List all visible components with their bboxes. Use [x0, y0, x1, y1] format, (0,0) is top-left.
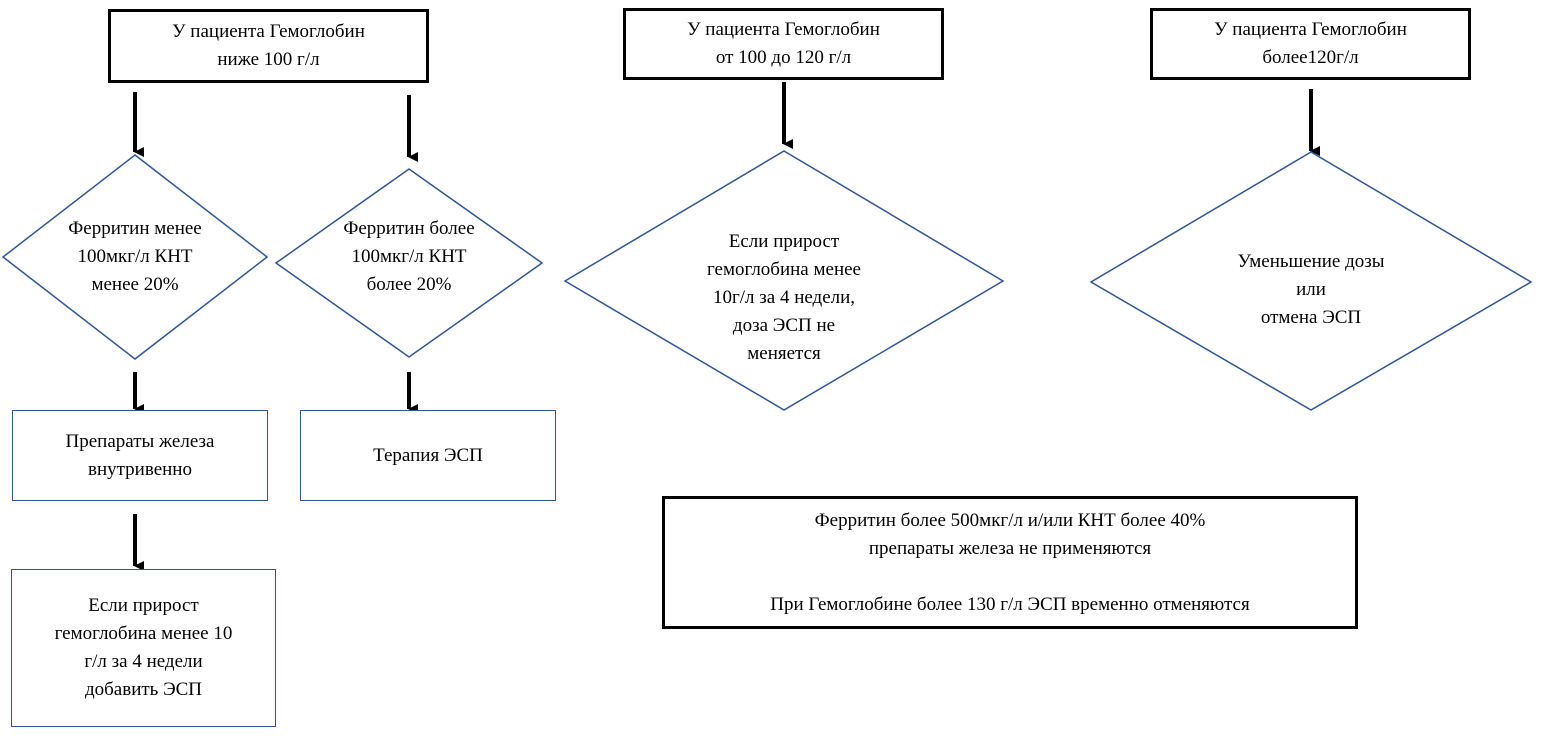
decision-diamond-ferritin-high: [274, 168, 544, 358]
decision-esa-unchanged-line-2: гемоглобина менее: [707, 258, 861, 280]
note-box-line-1: Ферритин более 500мкг/л и/или КНТ более …: [814, 509, 1206, 531]
decision-reduce-esa-line-2: или: [1296, 279, 1326, 300]
action-iv-iron-line-2: внутривенно: [88, 458, 192, 480]
decision-ferritin-low-line-1: Ферритин менее: [68, 218, 202, 239]
header-mid-hb-line-1: У пациента Гемоглобин: [687, 19, 880, 40]
note-box-line-4: При Гемоглобине более 130 г/л ЭСП времен…: [770, 593, 1250, 615]
action-esa-therapy: Терапия ЭСП: [300, 410, 556, 501]
decision-reduce-esa-line-1: Уменьшение дозы: [1237, 251, 1385, 272]
decision-esa-unchanged-line-1: Если прирост: [728, 230, 840, 252]
header-high-hb-line-2: более120г/л: [1262, 47, 1359, 68]
action-iv-iron: Препараты железа внутривенно: [12, 410, 268, 501]
decision-ferritin-low-line-2: 100мкг/л КНТ: [77, 246, 193, 267]
decision-diamond-ferritin-low: [1, 154, 269, 360]
action-add-esa-line-3: г/л за 4 недели: [84, 651, 203, 672]
note-box: Ферритин более 500мкг/л и/или КНТ более …: [662, 496, 1358, 629]
decision-ferritin-high-line-1: Ферритин более: [343, 218, 475, 239]
action-add-esa-line-4: добавить ЭСП: [84, 679, 203, 700]
decision-reduce-esa: Уменьшение дозы или отмена ЭСП: [1191, 245, 1431, 335]
decision-esa-unchanged-line-3: 10г/л за 4 недели,: [712, 286, 856, 308]
header-low-hb-line-1: У пациента Гемоглобин: [172, 21, 365, 42]
note-box-line-2: препараты железа не применяются: [868, 537, 1152, 559]
action-iv-iron-line-1: Препараты железа: [65, 430, 215, 452]
action-add-esa-line-2: гемоглобина менее 10: [54, 623, 233, 644]
action-add-esa: Если прирост гемоглобина менее 10 г/л за…: [11, 569, 276, 727]
decision-reduce-esa-line-3: отмена ЭСП: [1260, 307, 1362, 328]
decision-ferritin-high-line-3: более 20%: [366, 274, 452, 295]
header-low-hb-line-2: ниже 100 г/л: [217, 49, 320, 70]
decision-esa-unchanged-line-5: меняется: [747, 342, 821, 364]
decision-ferritin-high-line-2: 100мкг/л КНТ: [351, 246, 467, 267]
decision-ferritin-low-line-3: менее 20%: [91, 274, 179, 295]
header-high-hb: У пациента Гемоглобин более120г/л: [1150, 8, 1471, 80]
decision-ferritin-low: Ферритин менее 100мкг/л КНТ менее 20%: [35, 212, 235, 302]
header-mid-hb: У пациента Гемоглобин от 100 до 120 г/л: [623, 8, 944, 80]
decision-diamond-esa-unchanged: [563, 150, 1005, 411]
header-high-hb-line-1: У пациента Гемоглобин: [1214, 19, 1407, 40]
header-low-hb: У пациента Гемоглобин ниже 100 г/л: [108, 9, 429, 83]
decision-esa-unchanged: Если прирост гемоглобина менее 10г/л за …: [664, 225, 904, 370]
header-mid-hb-line-2: от 100 до 120 г/л: [715, 47, 852, 68]
action-add-esa-line-1: Если прирост: [88, 595, 199, 616]
action-esa-therapy-line-1: Терапия ЭСП: [373, 444, 483, 466]
decision-diamond-reduce-esa: [1089, 151, 1533, 411]
decision-esa-unchanged-line-4: доза ЭСП не: [732, 314, 836, 336]
decision-ferritin-high: Ферритин более 100мкг/л КНТ более 20%: [309, 212, 509, 302]
